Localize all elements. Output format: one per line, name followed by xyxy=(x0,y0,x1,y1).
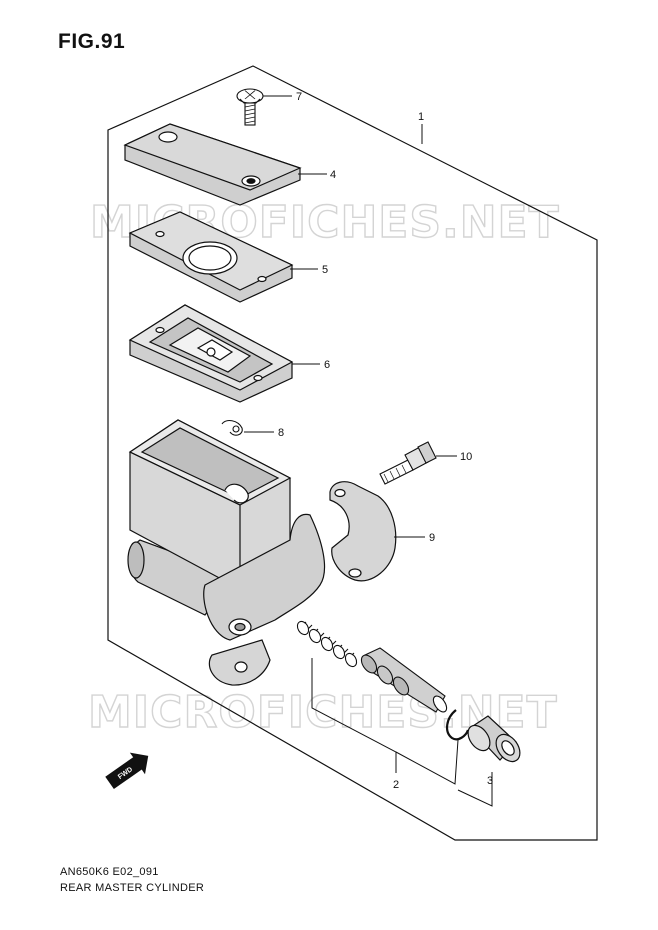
cylinder-body-part xyxy=(127,419,326,686)
figure-title: FIG.91 xyxy=(58,30,126,53)
holder-part xyxy=(329,481,397,582)
callout-1: 1 xyxy=(418,111,424,123)
callout-5: 5 xyxy=(322,264,328,276)
screw-part xyxy=(236,88,264,126)
callout-3: 3 xyxy=(487,775,493,787)
leader-lines xyxy=(244,95,493,807)
piston-set-part xyxy=(296,620,448,713)
diaphragm-part xyxy=(128,211,294,303)
assembly-boundary xyxy=(107,65,598,841)
callout-8: 8 xyxy=(278,427,284,439)
figure-code: AN650K6 E02_091 xyxy=(60,866,159,878)
callout-4: 4 xyxy=(330,169,336,181)
callout-numbers: 1 2 3 4 5 6 7 8 9 10 xyxy=(278,91,493,791)
callout-6: 6 xyxy=(324,359,330,371)
callout-7: 7 xyxy=(296,91,302,103)
reservoir-cap-part xyxy=(123,123,302,206)
figure-name: REAR MASTER CYLINDER xyxy=(60,882,205,894)
boot-part xyxy=(446,709,521,763)
callout-9: 9 xyxy=(429,532,435,544)
diaphragm-plate-part xyxy=(128,304,294,403)
bolt-part xyxy=(379,441,437,485)
circlip-part xyxy=(221,419,243,436)
forward-arrow-icon: FWD xyxy=(105,752,149,790)
callout-2: 2 xyxy=(393,779,399,791)
callout-10: 10 xyxy=(460,451,472,463)
